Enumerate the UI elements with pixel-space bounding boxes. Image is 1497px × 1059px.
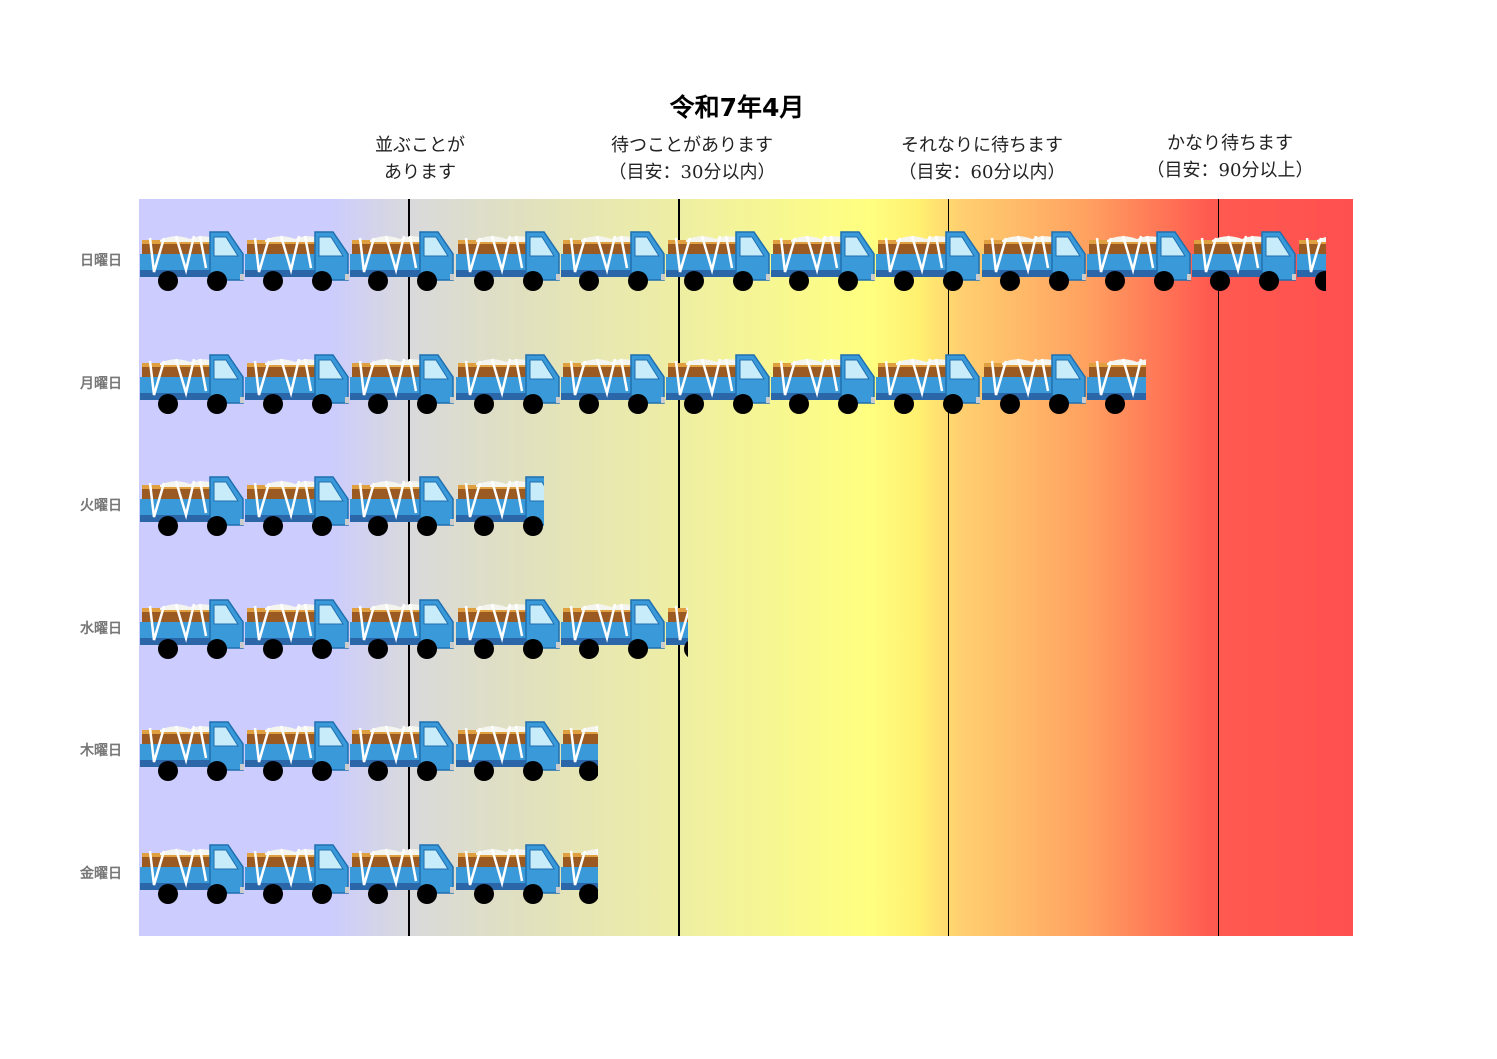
dump-truck-icon — [1297, 230, 1327, 292]
bar-6 — [139, 843, 598, 905]
dump-truck-icon — [666, 230, 771, 292]
dump-truck-icon — [140, 843, 245, 905]
dump-truck-icon — [876, 353, 981, 415]
category-label: 木曜日 — [80, 743, 122, 759]
category-label: 日曜日 — [80, 253, 122, 269]
dump-truck-icon — [1086, 353, 1147, 415]
dump-truck-icon — [350, 230, 455, 292]
dump-truck-icon — [245, 843, 350, 905]
dump-truck-icon — [140, 598, 245, 660]
dump-truck-icon — [560, 353, 666, 415]
dump-truck-icon — [771, 353, 876, 415]
dump-truck-icon — [140, 353, 245, 415]
dump-truck-icon — [981, 353, 1087, 415]
dump-truck-icon — [666, 598, 688, 660]
zone-label-3: それなりに待ちます （目安：60分以内） — [898, 135, 1066, 183]
bar-1 — [139, 230, 1327, 292]
dump-truck-icon — [666, 353, 771, 415]
dump-truck-icon — [455, 230, 561, 292]
dump-truck-icon — [455, 353, 561, 415]
dump-truck-icon — [245, 230, 350, 292]
dump-truck-icon — [771, 230, 876, 292]
dump-truck-icon — [245, 720, 350, 782]
dump-truck-icon — [560, 843, 598, 905]
dump-truck-icon — [455, 843, 561, 905]
chart-title: 令和7年4月 — [669, 93, 805, 122]
dump-truck-icon — [140, 475, 245, 537]
dump-truck-icon — [245, 353, 350, 415]
bar-4 — [139, 598, 688, 660]
dump-truck-icon — [140, 230, 245, 292]
dump-truck-icon — [350, 598, 455, 660]
zone-label-4: かなり待ちます （目安：90分以上） — [1146, 133, 1314, 181]
dump-truck-icon — [1086, 230, 1192, 292]
zone-boundary-line — [408, 199, 410, 936]
dump-truck-icon — [560, 230, 666, 292]
dump-truck-icon — [560, 598, 666, 660]
dump-truck-icon — [245, 598, 350, 660]
zone-boundary-line — [678, 199, 680, 936]
dump-truck-icon — [350, 353, 455, 415]
zone-label-2: 待つことがあります （目安：30分以内） — [608, 135, 776, 183]
dump-truck-icon — [350, 475, 455, 537]
category-label: 火曜日 — [80, 498, 122, 514]
category-label: 金曜日 — [80, 866, 122, 882]
category-label: 水曜日 — [80, 621, 122, 637]
bar-5 — [139, 720, 598, 782]
category-label: 月曜日 — [80, 376, 122, 392]
dump-truck-icon — [140, 720, 245, 782]
dump-truck-icon — [350, 843, 455, 905]
dump-truck-icon — [455, 598, 561, 660]
dump-truck-icon — [560, 720, 598, 782]
dump-truck-icon — [455, 720, 561, 782]
dump-truck-icon — [455, 475, 544, 537]
zone-boundary-line — [1217, 199, 1220, 936]
bar-2 — [139, 353, 1147, 415]
dump-truck-icon — [350, 720, 455, 782]
dump-truck-icon — [1192, 230, 1297, 292]
dump-truck-icon — [245, 475, 350, 537]
dump-truck-icon — [981, 230, 1087, 292]
zone-label-1: 並ぶことが あります — [375, 135, 465, 183]
zone-boundary-line — [947, 199, 950, 936]
plot-area — [139, 199, 1353, 936]
dump-truck-icon — [876, 230, 981, 292]
bar-3 — [139, 475, 544, 537]
